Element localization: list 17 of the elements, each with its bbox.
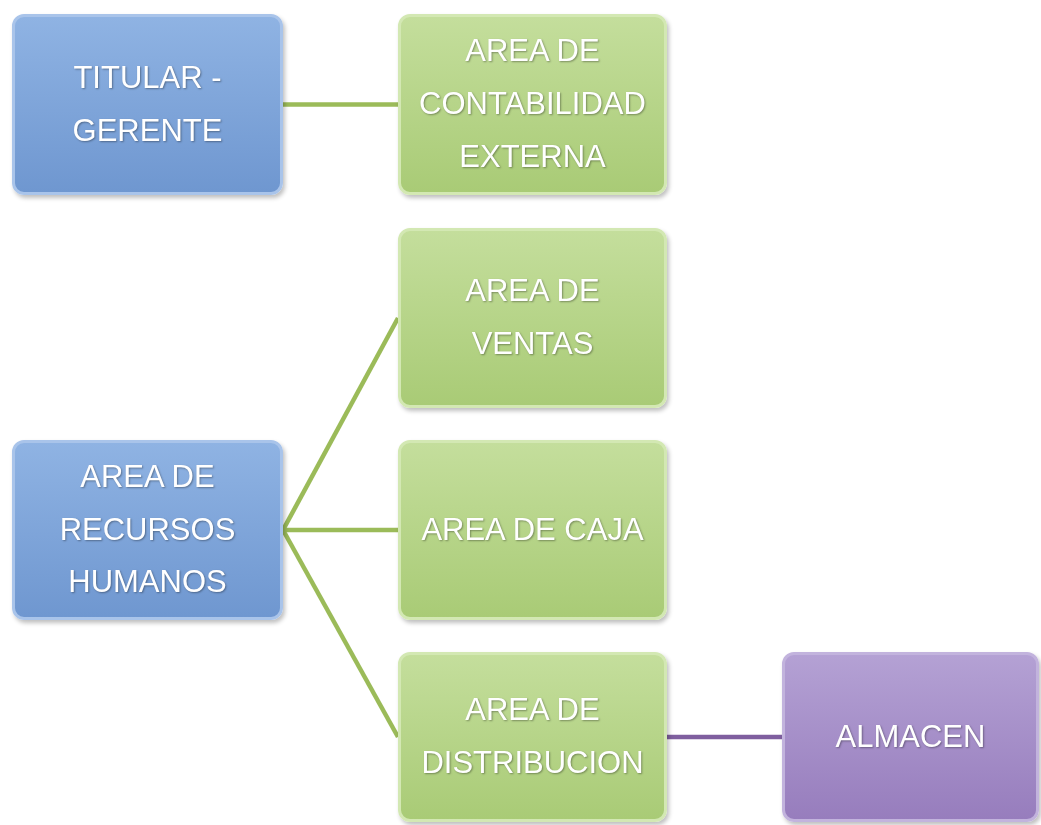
org-box xyxy=(782,652,1039,822)
box-label: AREA DE RECURSOS HUMANOS xyxy=(58,457,237,602)
box-label: AREA DE DISTRIBUCION xyxy=(420,691,645,782)
org-box xyxy=(398,652,667,822)
connector-line xyxy=(283,527,398,533)
org-box xyxy=(398,14,667,195)
box-label: ALMACEN xyxy=(835,717,986,756)
box-label: TITULAR - GERENTE xyxy=(71,58,224,150)
org-box xyxy=(398,440,667,620)
org-box xyxy=(12,440,283,620)
org-box xyxy=(12,14,283,195)
box-label: AREA DE CONTABILIDAD EXTERNA xyxy=(418,32,647,176)
box-label: AREA DE VENTAS xyxy=(464,272,601,363)
connector-line xyxy=(283,102,398,107)
box-label: AREA DE CAJA xyxy=(421,510,644,549)
org-box xyxy=(398,228,667,408)
connector-line xyxy=(667,734,782,740)
